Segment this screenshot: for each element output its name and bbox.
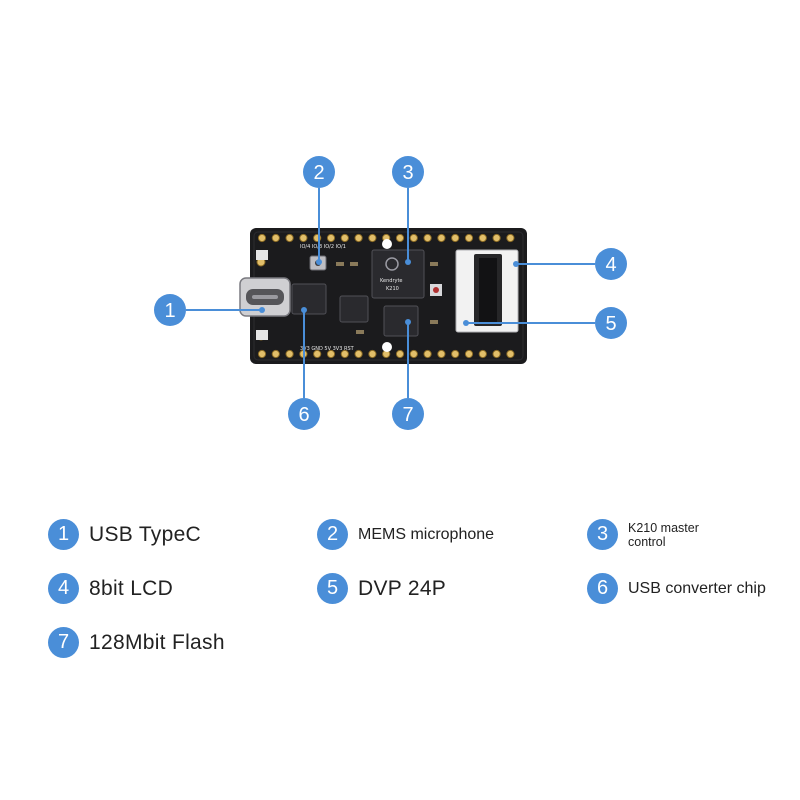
header-pin xyxy=(423,349,432,359)
legend-badge: 1 xyxy=(48,519,79,550)
header-pin xyxy=(506,233,515,243)
silk-top-text: IO/4 IO/3 IO/2 IO/1 xyxy=(300,244,346,250)
header-pin xyxy=(313,349,322,359)
legend-badge: 5 xyxy=(317,573,348,604)
board-buttons xyxy=(256,250,268,340)
header-pin xyxy=(368,233,377,243)
callout-3-number: 3 xyxy=(402,162,413,184)
callout-7-number: 7 xyxy=(402,404,413,426)
header-pin xyxy=(271,349,280,359)
callout-5: 5 xyxy=(595,307,627,339)
legend-item-2: 2 MEMS microphone xyxy=(317,519,494,550)
header-pin xyxy=(423,233,432,243)
legend-item-5: 5 DVP 24P xyxy=(317,573,446,604)
header-pin xyxy=(368,349,377,359)
legend-label: USB converter chip xyxy=(628,579,766,597)
legend-label: 128Mbit Flash xyxy=(89,630,225,654)
callout-6: 6 xyxy=(288,398,320,430)
callout-1: 1 xyxy=(154,294,186,326)
header-pin xyxy=(451,233,460,243)
usb-typec-connector xyxy=(239,277,291,317)
legend-item-6: 6 USB converter chip xyxy=(587,573,766,604)
callout-5-number: 5 xyxy=(605,313,616,335)
chip-model: K210 xyxy=(386,286,399,292)
chip-marking: Kendryte xyxy=(380,278,403,284)
legend-item-7: 7 128Mbit Flash xyxy=(48,627,225,658)
usb-converter-chip xyxy=(291,283,327,315)
header-pin xyxy=(340,233,349,243)
callout-2-number: 2 xyxy=(313,162,324,184)
header-pin xyxy=(299,233,308,243)
legend-badge: 6 xyxy=(587,573,618,604)
header-pin xyxy=(478,349,487,359)
header-pin xyxy=(326,233,336,243)
legend-label: K210 master control xyxy=(628,520,699,549)
callout-6-number: 6 xyxy=(298,404,309,426)
header-pin xyxy=(257,233,267,243)
header-pin xyxy=(395,349,405,359)
header-pin xyxy=(326,349,336,359)
header-pin xyxy=(451,349,460,359)
header-pin xyxy=(395,233,405,243)
callout-4-number: 4 xyxy=(605,254,616,276)
legend-badge: 4 xyxy=(48,573,79,604)
callout-3: 3 xyxy=(392,156,424,188)
callout-4: 4 xyxy=(595,248,627,280)
header-pin xyxy=(409,233,418,243)
header-pin xyxy=(285,233,294,243)
legend-badge: 7 xyxy=(48,627,79,658)
header-pin xyxy=(354,349,363,359)
legend-item-4: 4 8bit LCD xyxy=(48,573,173,604)
header-pins-top xyxy=(257,233,515,243)
leader-lines xyxy=(186,188,595,398)
lcd-dvp-connector xyxy=(455,249,519,333)
header-pin xyxy=(437,349,446,359)
header-pin xyxy=(464,349,474,359)
header-pin xyxy=(409,349,418,359)
callout-1-number: 1 xyxy=(164,300,175,322)
header-pin xyxy=(492,233,501,243)
header-pin xyxy=(492,349,501,359)
board-diagram: IO/4 IO/3 IO/2 IO/1 3V3 GND 5V 3V3 RST K… xyxy=(154,156,627,430)
legend-label: 8bit LCD xyxy=(89,576,174,600)
silk-bottom-text: 3V3 GND 5V 3V3 RST xyxy=(300,346,355,352)
flash-chip xyxy=(383,305,419,337)
header-pin xyxy=(285,349,294,359)
legend-badge: 3 xyxy=(587,519,618,550)
legend-item-1: 1 USB TypeC xyxy=(48,519,201,550)
legend-badge: 2 xyxy=(317,519,348,550)
legend-label: DVP 24P xyxy=(358,576,447,600)
header-pins-bottom xyxy=(257,349,515,359)
k210-chip: Kendryte K210 xyxy=(371,249,425,299)
header-pin xyxy=(354,233,363,243)
leader-endpoints xyxy=(259,259,519,326)
header-pin xyxy=(464,233,474,243)
header-pin xyxy=(257,349,267,359)
header-pin xyxy=(506,349,515,359)
callout-7: 7 xyxy=(392,398,424,430)
legend-label: MEMS microphone xyxy=(358,525,495,543)
callout-2: 2 xyxy=(303,156,335,188)
legend-label: USB TypeC xyxy=(89,522,202,546)
header-pin xyxy=(340,349,349,359)
header-pin xyxy=(478,233,487,243)
legend-item-3: 3 K210 master control xyxy=(587,519,738,550)
header-pin xyxy=(271,233,280,243)
smd-components xyxy=(336,239,442,352)
header-pin xyxy=(437,233,446,243)
